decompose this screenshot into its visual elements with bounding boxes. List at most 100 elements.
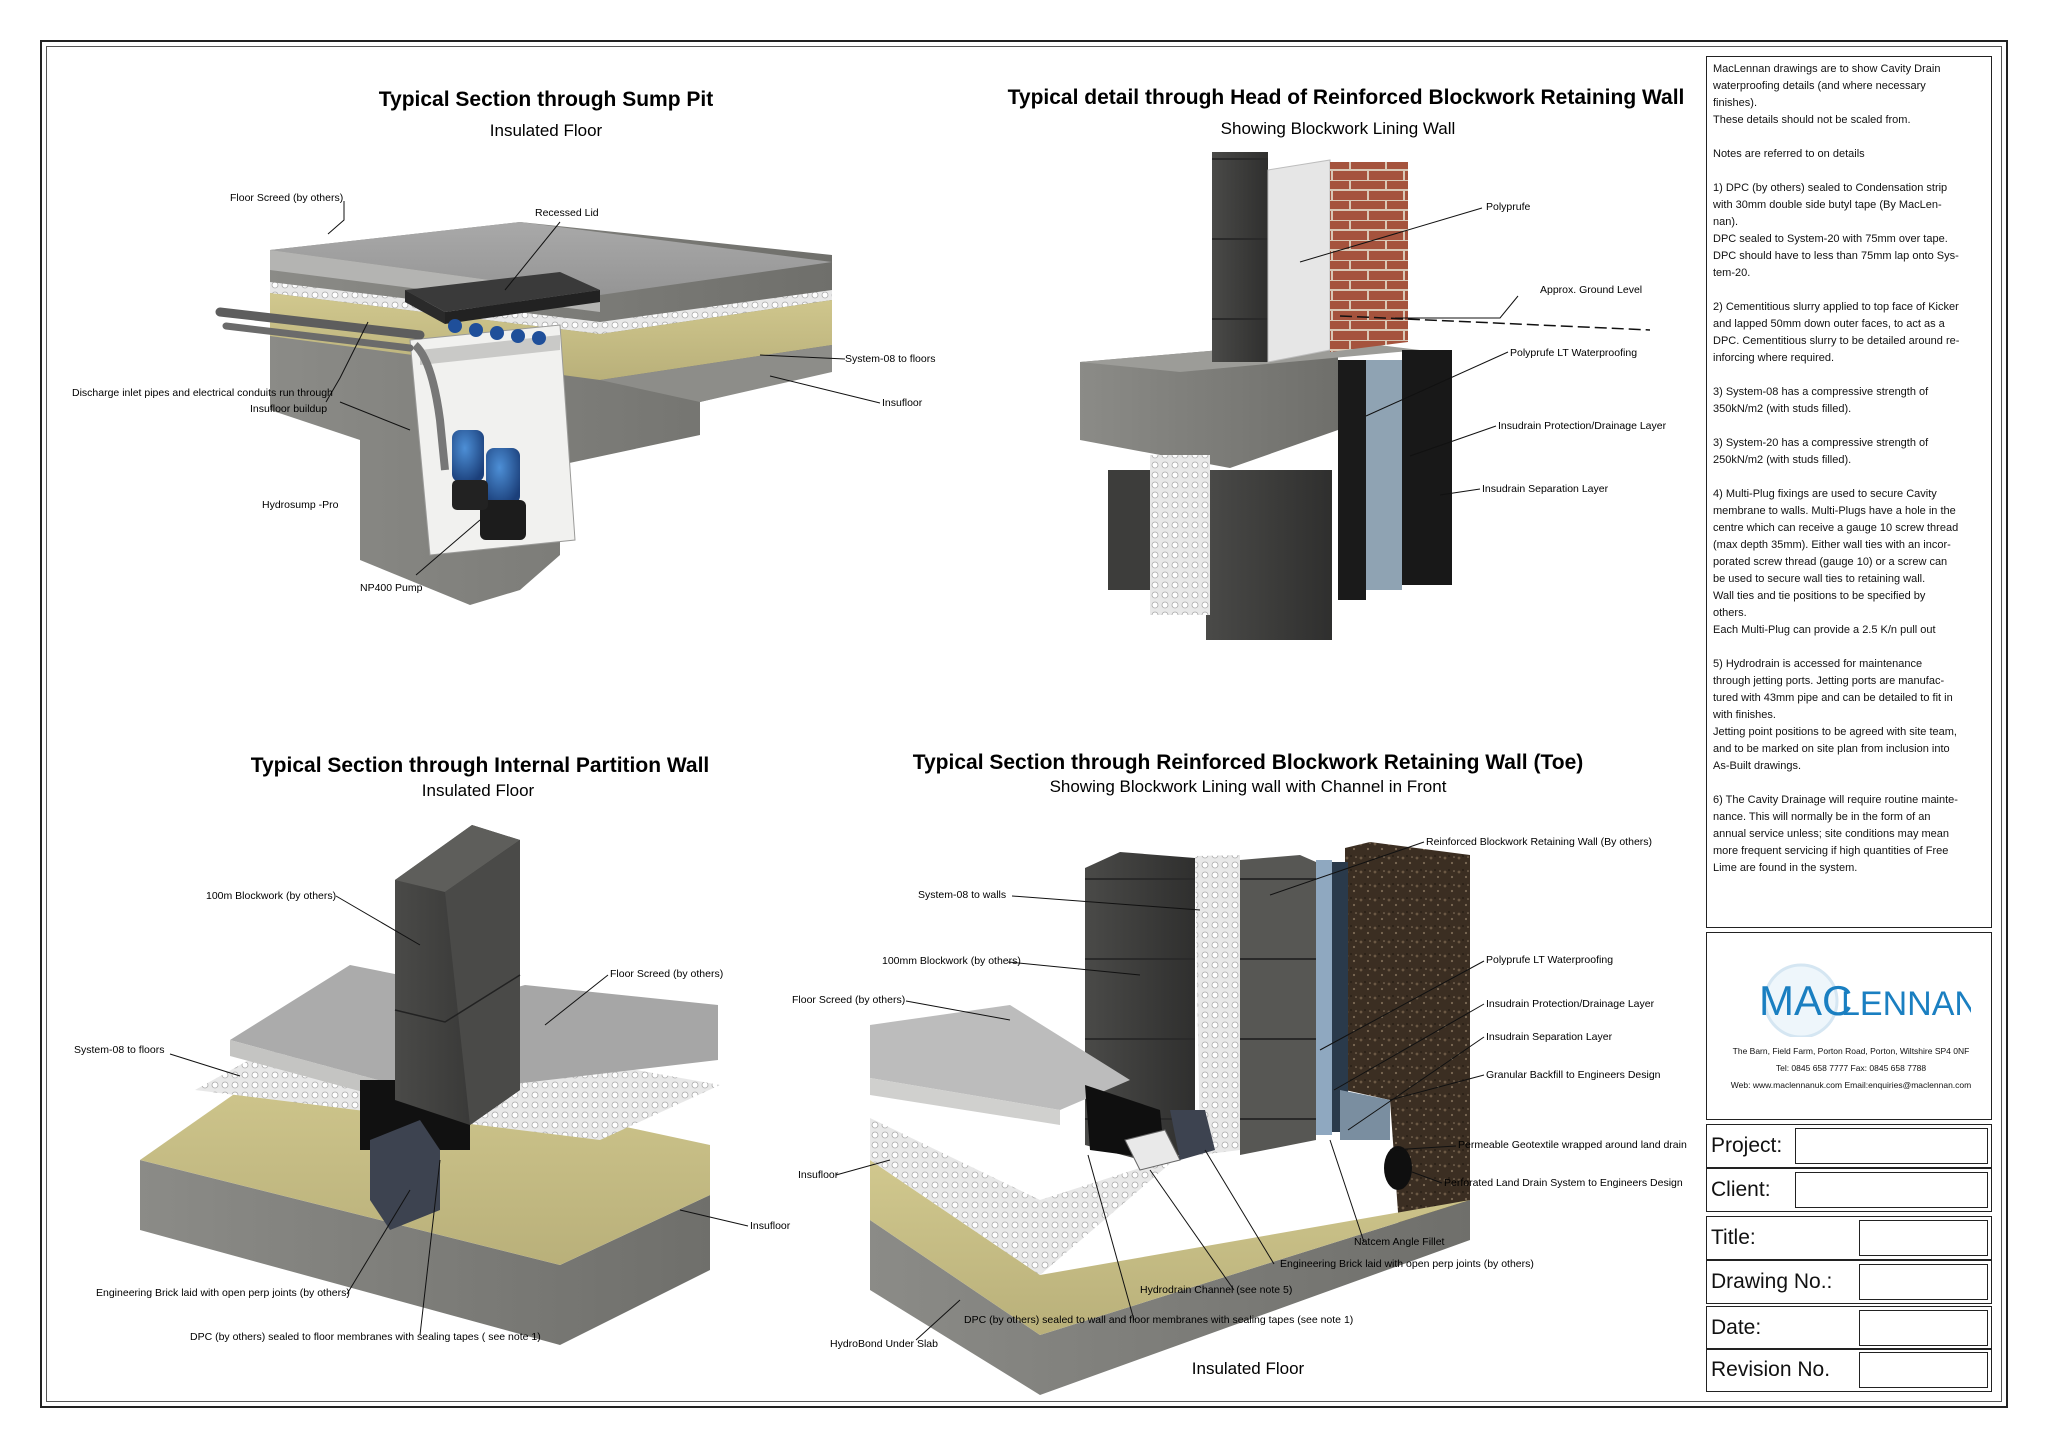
sump-pit-section: Typical Section through Sump Pit Insulat…: [72, 88, 935, 605]
head-polyprufe: [1267, 159, 1331, 363]
tb-drawing-no-row: Drawing No.:: [1706, 1260, 1992, 1304]
sump-discharge-pipe: [215, 307, 425, 340]
label-insufloor-buildup: Insufloor buildup: [250, 403, 327, 415]
head-brick-skin: [1330, 162, 1408, 352]
toe-polyprufe-lt: [1330, 862, 1348, 1132]
tb-project-row: Project:: [1706, 1124, 1992, 1168]
sump-pit-subtitle: Insulated Floor: [490, 121, 603, 140]
wall-head-title: Typical detail through Head of Reinforce…: [1008, 86, 1685, 109]
head-drainage-layer: [1402, 350, 1452, 585]
tb-date-label: Date:: [1711, 1316, 1762, 1339]
toe-land-drain: [1384, 1146, 1412, 1190]
label-partition-insufloor: Insufloor: [750, 1220, 791, 1232]
tb-date-row: Date:: [1706, 1306, 1992, 1350]
wall-toe-title: Typical Section through Reinforced Block…: [913, 751, 1584, 774]
note-1: 1) DPC (by others) sealed to Condensatio…: [1713, 182, 1959, 279]
head-lower-block-right: [1206, 470, 1332, 640]
tb-client-value: [1795, 1172, 1988, 1208]
label-ground-level: Approx. Ground Level: [1540, 284, 1642, 296]
note-2: 2) Cementitious slurry applied to top fa…: [1713, 301, 1960, 364]
label-toe-insudrain-separation: Insudrain Separation Layer: [1486, 1031, 1613, 1043]
label-recessed-lid: Recessed Lid: [535, 207, 599, 219]
drawing-border: [40, 40, 2008, 1408]
company-phone: Tel: 0845 658 7777 Fax: 0845 658 7788: [1775, 1063, 1927, 1073]
toe-floor-screed: [870, 1005, 1130, 1110]
head-separation-layer: [1338, 360, 1366, 600]
wall-toe-subtitle: Showing Blockwork Lining wall with Chann…: [1050, 777, 1447, 796]
label-toe-hydrobond: HydroBond Under Slab: [830, 1338, 938, 1350]
label-toe-insufloor: Insufloor: [798, 1169, 839, 1181]
label-toe-land-drain: Perforated Land Drain System to Engineer…: [1444, 1177, 1683, 1189]
toe-soil-backfill: [1345, 842, 1470, 1240]
sump-pit-rim: [420, 335, 560, 365]
partition-base-slab: [140, 1160, 710, 1345]
label-partition-floor-screed: Floor Screed (by others): [610, 968, 723, 980]
label-toe-system08-walls: System-08 to walls: [918, 889, 1006, 901]
label-sump-system08: System-08 to floors: [845, 353, 935, 365]
tb-title-value: [1859, 1220, 1988, 1256]
toe-insufloor: [870, 1160, 1470, 1335]
label-partition-blockwork: 100m Blockwork (by others): [206, 890, 336, 902]
toe-eng-brick: [1170, 1110, 1215, 1160]
head-leader-lines: [1299, 207, 1519, 496]
label-toe-granular: Granular Backfill to Engineers Design: [1486, 1069, 1661, 1081]
label-toe-hydrodrain: Hydrodrain Channel (see note 5): [1140, 1284, 1292, 1296]
label-head-polyprufe: Polyprufe: [1486, 201, 1531, 213]
label-toe-blockwork: 100mm Blockwork (by others): [882, 955, 1021, 967]
toe-system08-walls: [1195, 855, 1240, 1155]
notes-panel: MacLennan drawings are to show Cavity Dr…: [1706, 56, 1992, 928]
maclennan-logo: MAC LENNAN: [1759, 963, 1971, 1037]
wall-toe-section: Typical Section through Reinforced Block…: [792, 751, 1687, 1395]
label-toe-insudrain-protection: Insudrain Protection/Drainage Layer: [1486, 998, 1655, 1010]
label-toe-eng-brick: Engineering Brick laid with open perp jo…: [1280, 1258, 1534, 1270]
label-discharge-pipes: Discharge inlet pipes and electrical con…: [72, 387, 333, 399]
wall-head-section: Typical detail through Head of Reinforce…: [1008, 86, 1685, 640]
sump-slab-face: [600, 345, 832, 402]
tb-date-value: [1859, 1310, 1988, 1346]
note-7: 6) The Cavity Drainage will require rout…: [1713, 794, 1958, 874]
partition-title: Typical Section through Internal Partiti…: [251, 754, 710, 777]
sump-screed-top: [270, 222, 832, 295]
tb-project-label: Project:: [1711, 1134, 1783, 1157]
partition-section: Typical Section through Internal Partiti…: [74, 754, 791, 1345]
wall-head-subtitle: Showing Blockwork Lining Wall: [1221, 119, 1456, 138]
label-partition-dpc: DPC (by others) sealed to floor membrane…: [190, 1331, 541, 1343]
tb-drawing-no-label: Drawing No.:: [1711, 1270, 1833, 1293]
note-5: 4) Multi-Plug fixings are used to secure…: [1713, 488, 1959, 636]
sump-pit-title: Typical Section through Sump Pit: [379, 88, 713, 111]
toe-system08-floor: [870, 1118, 1180, 1275]
logo-lennan-text: LENNAN: [1841, 985, 1971, 1023]
tb-project-value: [1795, 1128, 1988, 1164]
tb-revision-label: Revision No.: [1711, 1358, 1831, 1381]
label-toe-polyprufe-lt: Polyprufe LT Waterproofing: [1486, 954, 1613, 966]
partition-screed-right: [470, 985, 718, 1088]
partition-eng-brick: [370, 1120, 440, 1230]
label-sump-insufloor: Insufloor: [882, 397, 923, 409]
note-4: 3) System-20 has a compressive strength …: [1713, 437, 1929, 466]
tb-client-label: Client:: [1711, 1178, 1771, 1201]
toe-base-slab: [870, 1200, 1470, 1395]
head-dimple-membrane: [1150, 455, 1210, 615]
logo-mac-text: MAC: [1759, 977, 1852, 1024]
label-toe-natcem: Natcem Angle Fillet: [1354, 1236, 1445, 1248]
head-slab: [1080, 340, 1338, 468]
label-toe-dpc: DPC (by others) sealed to wall and floor…: [964, 1314, 1353, 1326]
sump-leader-lines: [325, 201, 881, 576]
tb-drawing-no-value: [1859, 1264, 1988, 1300]
sump-recessed-lid: [405, 272, 600, 312]
tb-revision-value: [1859, 1352, 1988, 1388]
sump-pit-chamber: [409, 324, 576, 556]
label-sump-floor-screed: Floor Screed (by others): [230, 192, 343, 204]
sump-pumps: [452, 430, 526, 540]
head-ground-level-line: [1339, 315, 1651, 331]
label-hydrosump: Hydrosump -Pro: [262, 499, 339, 511]
sump-system08-band: [270, 282, 832, 334]
partition-subtitle: Insulated Floor: [422, 781, 535, 800]
tb-title-label: Title:: [1711, 1226, 1756, 1249]
tb-client-row: Client:: [1706, 1168, 1992, 1212]
tb-title-row: Title:: [1706, 1216, 1992, 1260]
note-6: 5) Hydrodrain is accessed for maintenanc…: [1713, 658, 1957, 772]
company-address: The Barn, Field Farm, Porton Road, Porto…: [1732, 1046, 1970, 1056]
company-logo-box: MAC LENNAN The Barn, Field Farm, Porton …: [1706, 932, 1992, 1120]
